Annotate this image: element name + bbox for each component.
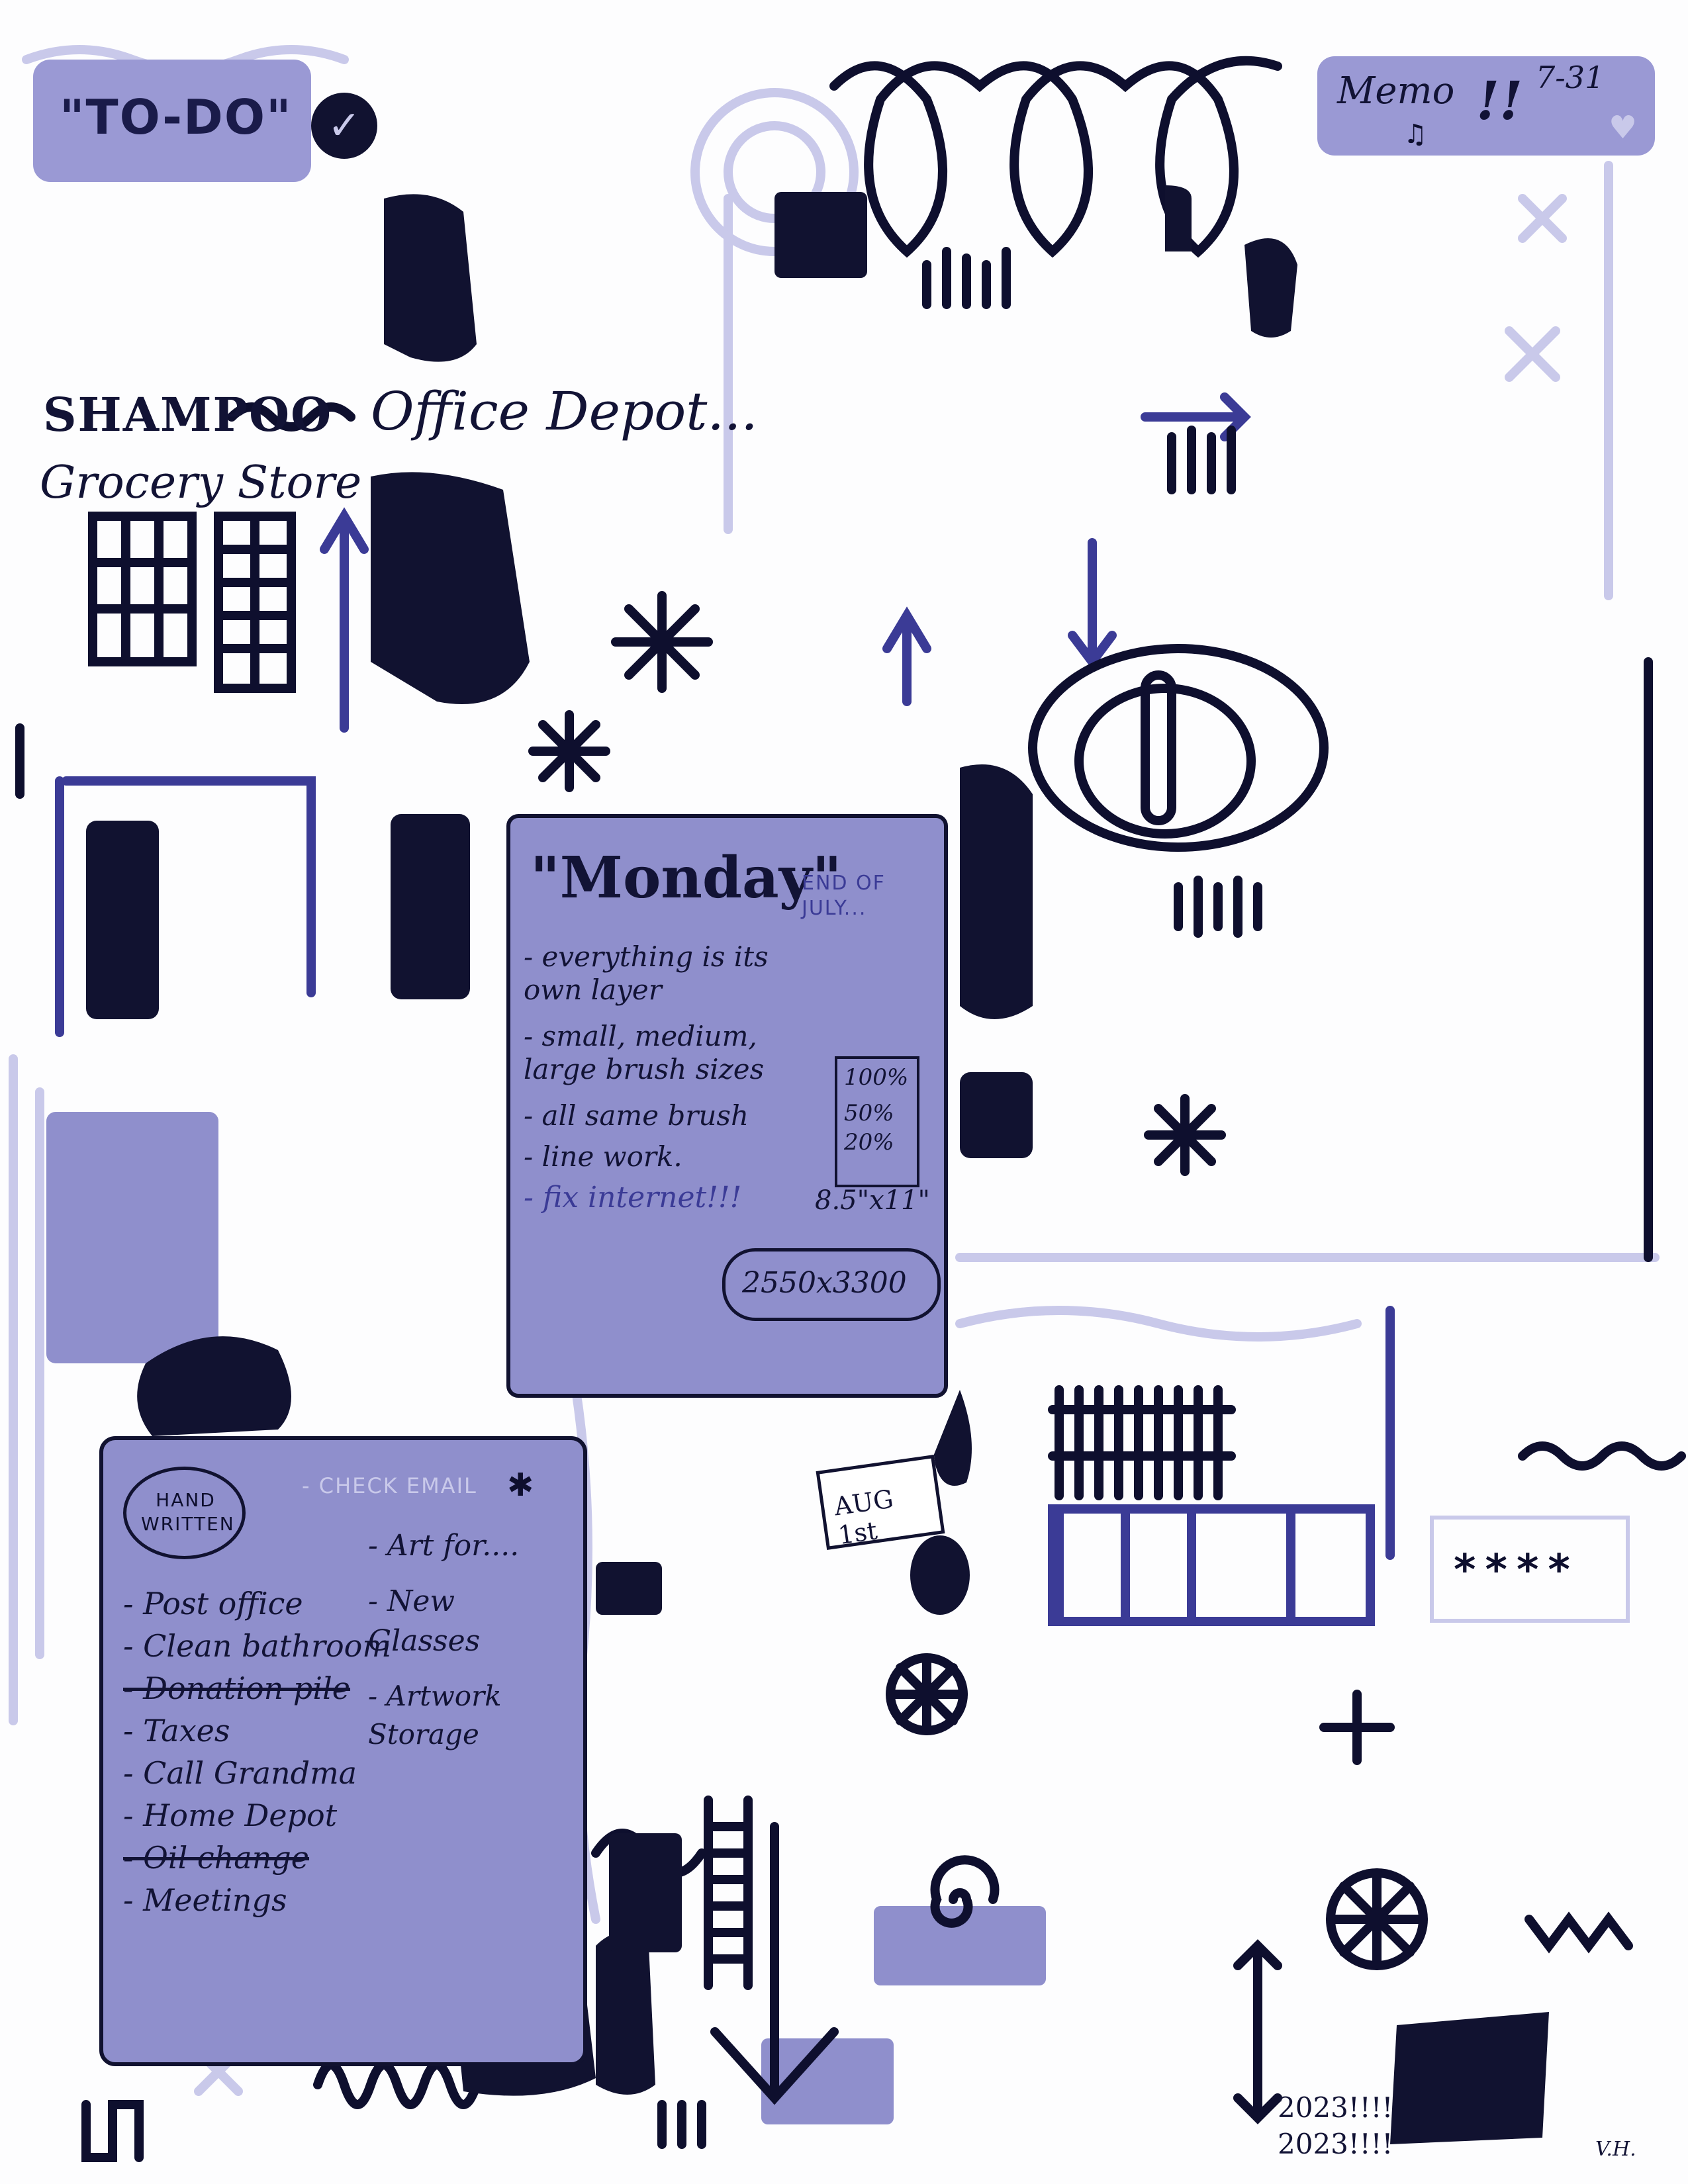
year-label-1: 2023!!!! [1278,2091,1393,2124]
percent-50: 50% [844,1100,894,1126]
todo-label: "TO-DO" [60,89,293,145]
monday-note: "Monday" END OF JULY... - everything is … [506,814,948,1398]
memo-tag: Memo !! 7-31 ♫ ♥ [1317,56,1655,156]
hand-item: - Meetings [123,1882,287,1918]
todo-tag: "TO-DO" [33,60,311,182]
monday-item: - small, medium, large brush sizes [524,1020,765,1085]
stars-label: **** [1454,1546,1579,1595]
hand-item: - Call Grandma [123,1755,357,1791]
hand-written-bubble: HAND WRITTEN [123,1467,246,1559]
canvas-size-bubble: 2550x3300 [722,1248,941,1321]
music-note-icon: ♫ [1403,119,1427,150]
percent-20: 20% [844,1129,894,1156]
hand-list-right: - Art for.... - New Glasses - Artwork St… [368,1526,567,1754]
hand-item: - Taxes [123,1713,230,1749]
hand-item: - Post office [123,1586,303,1621]
hand-item-right: - Artwork Storage [368,1680,502,1751]
handwritten-note: HAND WRITTEN - CHECK EMAIL ✱ - Post offi… [99,1436,587,2066]
hand-written-label: HAND WRITTEN [141,1489,235,1535]
stars-box: **** [1430,1516,1630,1623]
shampoo-text: SHAMPOO [43,387,333,442]
monday-list: - everything is its own layer - small, m… [524,940,835,1214]
monday-item: - all same brush [524,1099,749,1132]
memo-date: 7-31 [1536,60,1605,95]
asterisk-icon: ✱ [507,1467,534,1504]
hand-item-right: - New Glasses [368,1584,481,1658]
hand-item: - Clean bathroom [123,1628,391,1664]
canvas-size: 2550x3300 [742,1266,907,1300]
memo-label: Memo [1337,69,1455,113]
hand-item-struck: - Oil change [123,1840,310,1876]
signature: V.H. [1595,2138,1636,2161]
office-depot-text: Office Depot... [371,381,758,442]
check-email-text: - CHECK EMAIL [302,1473,477,1498]
hand-list-left: - Post office - Clean bathroom - Donatio… [123,1582,391,1921]
hand-item-struck: - Donation pile [123,1670,351,1706]
aug-flag: AUG 1st [816,1455,945,1550]
monday-subtitle: END OF JULY... [802,872,886,920]
hand-item: - Home Depot [123,1797,338,1833]
grocery-store-text: Grocery Store [40,457,362,509]
memo-exclaim: !! [1476,69,1523,132]
monday-item: - fix internet!!! [524,1181,742,1214]
year-label-2: 2023!!!! [1278,2128,1393,2160]
monday-item: - line work. [524,1140,682,1173]
monday-title: "Monday" [530,844,842,911]
checkmark-circle-icon: ✓ [311,93,377,159]
percent-100: 100% [844,1064,909,1091]
heart-icon: ♥ [1609,109,1638,146]
monday-item: - everything is its own layer [524,940,769,1006]
percent-box: 100% 50% 20% [835,1056,919,1187]
paper-size: 8.5"x11" [815,1185,930,1216]
hand-item-right: - Art for.... [368,1529,520,1563]
